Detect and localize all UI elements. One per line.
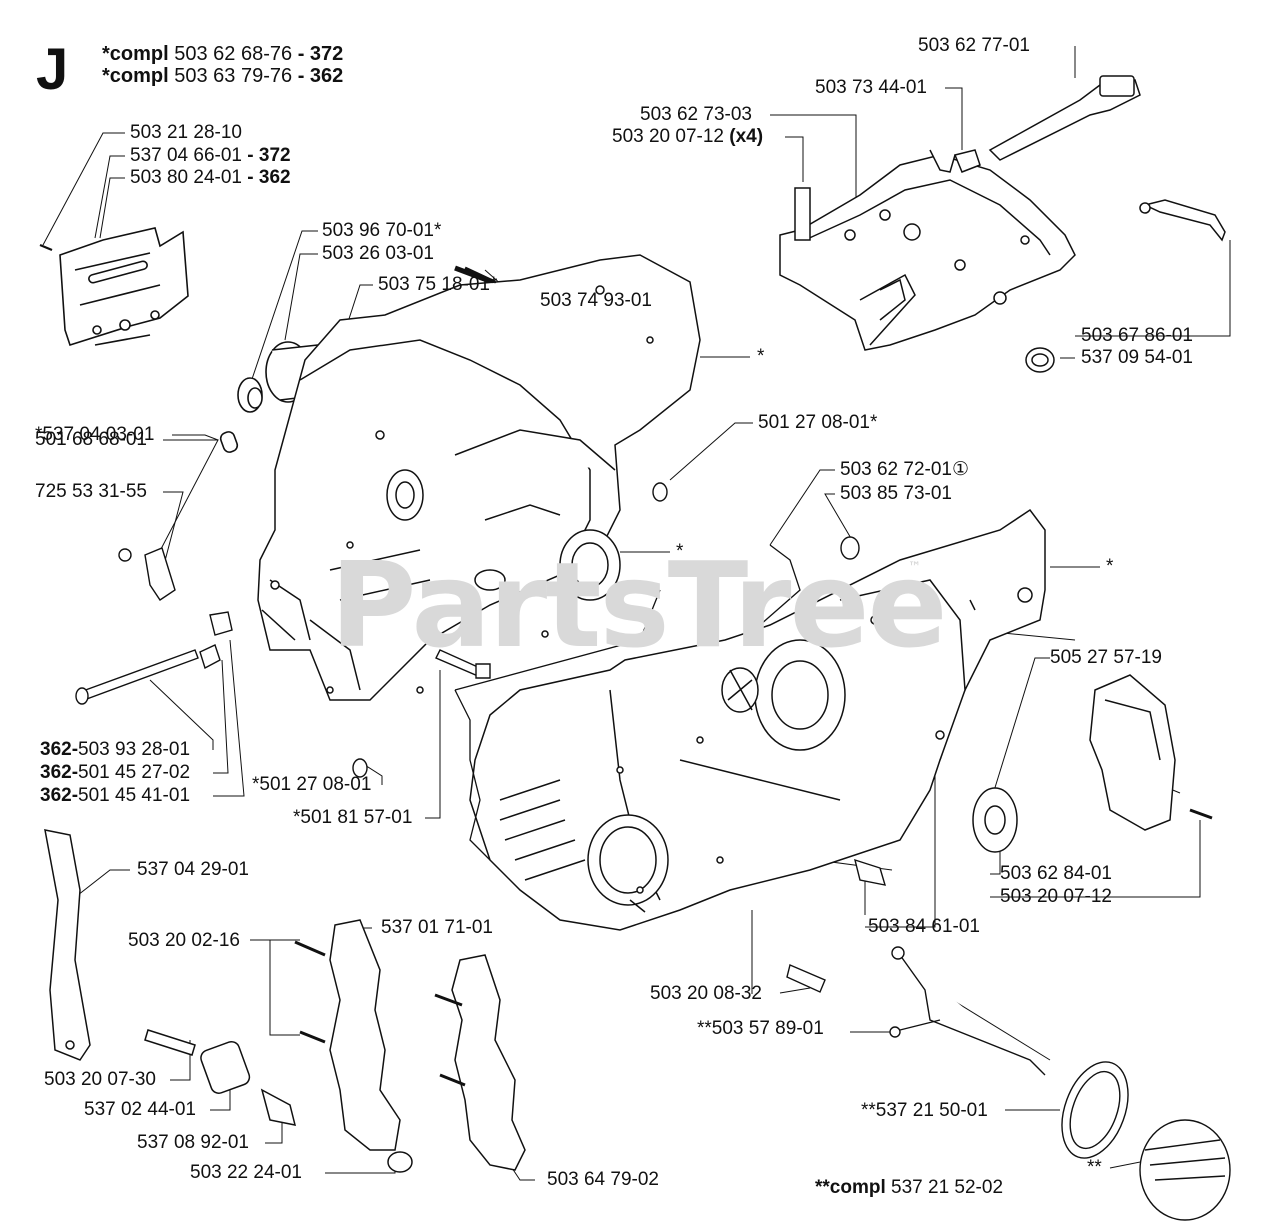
header-line-2: *compl 503 63 79-76 - 362: [102, 65, 343, 87]
part-label: 503 80 24-01 - 362: [130, 167, 291, 188]
part-label: 537 04 29-01: [137, 859, 249, 880]
part-label: 537 02 44-01: [84, 1099, 196, 1120]
part-label: **: [1087, 1157, 1102, 1178]
part-label: **537 21 50-01: [861, 1100, 988, 1121]
part-label: 503 84 61-01: [868, 916, 980, 937]
part-label: 505 27 57-19: [1050, 647, 1162, 668]
part-label: *: [757, 346, 765, 367]
rod-parts: [795, 76, 1225, 372]
part-label: *501 81 57-01: [293, 807, 413, 828]
part-label: 503 96 70-01*: [322, 220, 442, 241]
header-prefix: *compl: [102, 43, 169, 65]
part-label: 503 75 18-01*: [378, 274, 498, 295]
part-label: 503 85 73-01: [840, 483, 952, 504]
part-label: 503 20 07-12 (x4): [612, 126, 764, 147]
crankcase-left: [258, 255, 700, 700]
tank-cover: [780, 150, 1075, 350]
part-label: 503 64 79-02: [547, 1169, 659, 1190]
bolts-pins: [353, 268, 1212, 992]
part-label: 503 20 08-32: [650, 983, 762, 1004]
watermark: PartsTree: [330, 536, 948, 674]
part-label: **503 57 89-01: [697, 1018, 824, 1039]
part-label: 503 62 73-03: [640, 104, 752, 125]
part-label: 503 20 07-12: [1000, 886, 1112, 907]
part-label: *: [676, 541, 684, 562]
part-label: 503 62 72-01①: [840, 459, 970, 480]
part-label: 501 68 68-01: [35, 429, 147, 450]
part-label: 725 53 31-55: [35, 481, 147, 502]
part-label: 537 04 66-01 - 372: [130, 145, 291, 166]
header-prefix: *compl: [102, 65, 169, 87]
part-label: 503 21 28-10: [130, 122, 242, 143]
part-label: 362-503 93 28-01: [40, 739, 191, 760]
part-label: 362-501 45 27-02: [40, 762, 191, 783]
chain-tensioner-parts: [76, 548, 232, 704]
part-label: 503 74 93-01: [540, 290, 652, 311]
part-label: *: [1106, 556, 1114, 577]
footer-compl: **compl 537 21 52-02: [815, 1177, 1003, 1199]
header-sep: -: [292, 65, 310, 87]
trademark-symbol: ™: [908, 560, 921, 575]
chain-guard-plate: [40, 228, 188, 345]
header-model: 362: [309, 65, 344, 87]
footer-prefix: **compl: [815, 1177, 886, 1198]
header-sep: -: [292, 43, 310, 65]
part-label: 501 27 08-01*: [758, 412, 878, 433]
part-label: 537 01 71-01: [381, 917, 493, 938]
part-label: *501 27 08-01: [252, 774, 372, 795]
part-label: 503 62 77-01: [918, 35, 1030, 56]
fuel-line-cap: [890, 947, 1230, 1220]
header-line-1: *compl 503 62 68-76 - 372: [102, 43, 343, 65]
part-label: 503 22 24-01: [190, 1162, 302, 1183]
footer-number: 537 21 52-02: [891, 1177, 1004, 1198]
header-number: 503 63 79-76: [174, 65, 293, 87]
header-number: 503 62 68-76: [174, 43, 293, 65]
part-label: 362-501 45 41-01: [40, 785, 191, 806]
part-label: 537 08 92-01: [137, 1132, 249, 1153]
part-label: 537 09 54-01: [1081, 347, 1193, 368]
header-model: 372: [309, 43, 344, 65]
section-letter: J: [36, 37, 69, 102]
part-label: 503 26 03-01: [322, 243, 434, 264]
part-label: *537 04 03-01: [35, 424, 155, 445]
bumper-spikes: [45, 830, 525, 1172]
part-label: 503 73 44-01: [815, 77, 927, 98]
part-label: 503 20 02-16: [128, 930, 240, 951]
part-label: 503 20 07-30: [44, 1069, 156, 1090]
clutch-cover: [973, 675, 1175, 852]
crankcase-right: [470, 510, 1045, 930]
gasket: [455, 545, 800, 860]
part-label: 503 67 86-01: [1081, 325, 1193, 346]
part-label: 503 62 84-01: [1000, 863, 1112, 884]
